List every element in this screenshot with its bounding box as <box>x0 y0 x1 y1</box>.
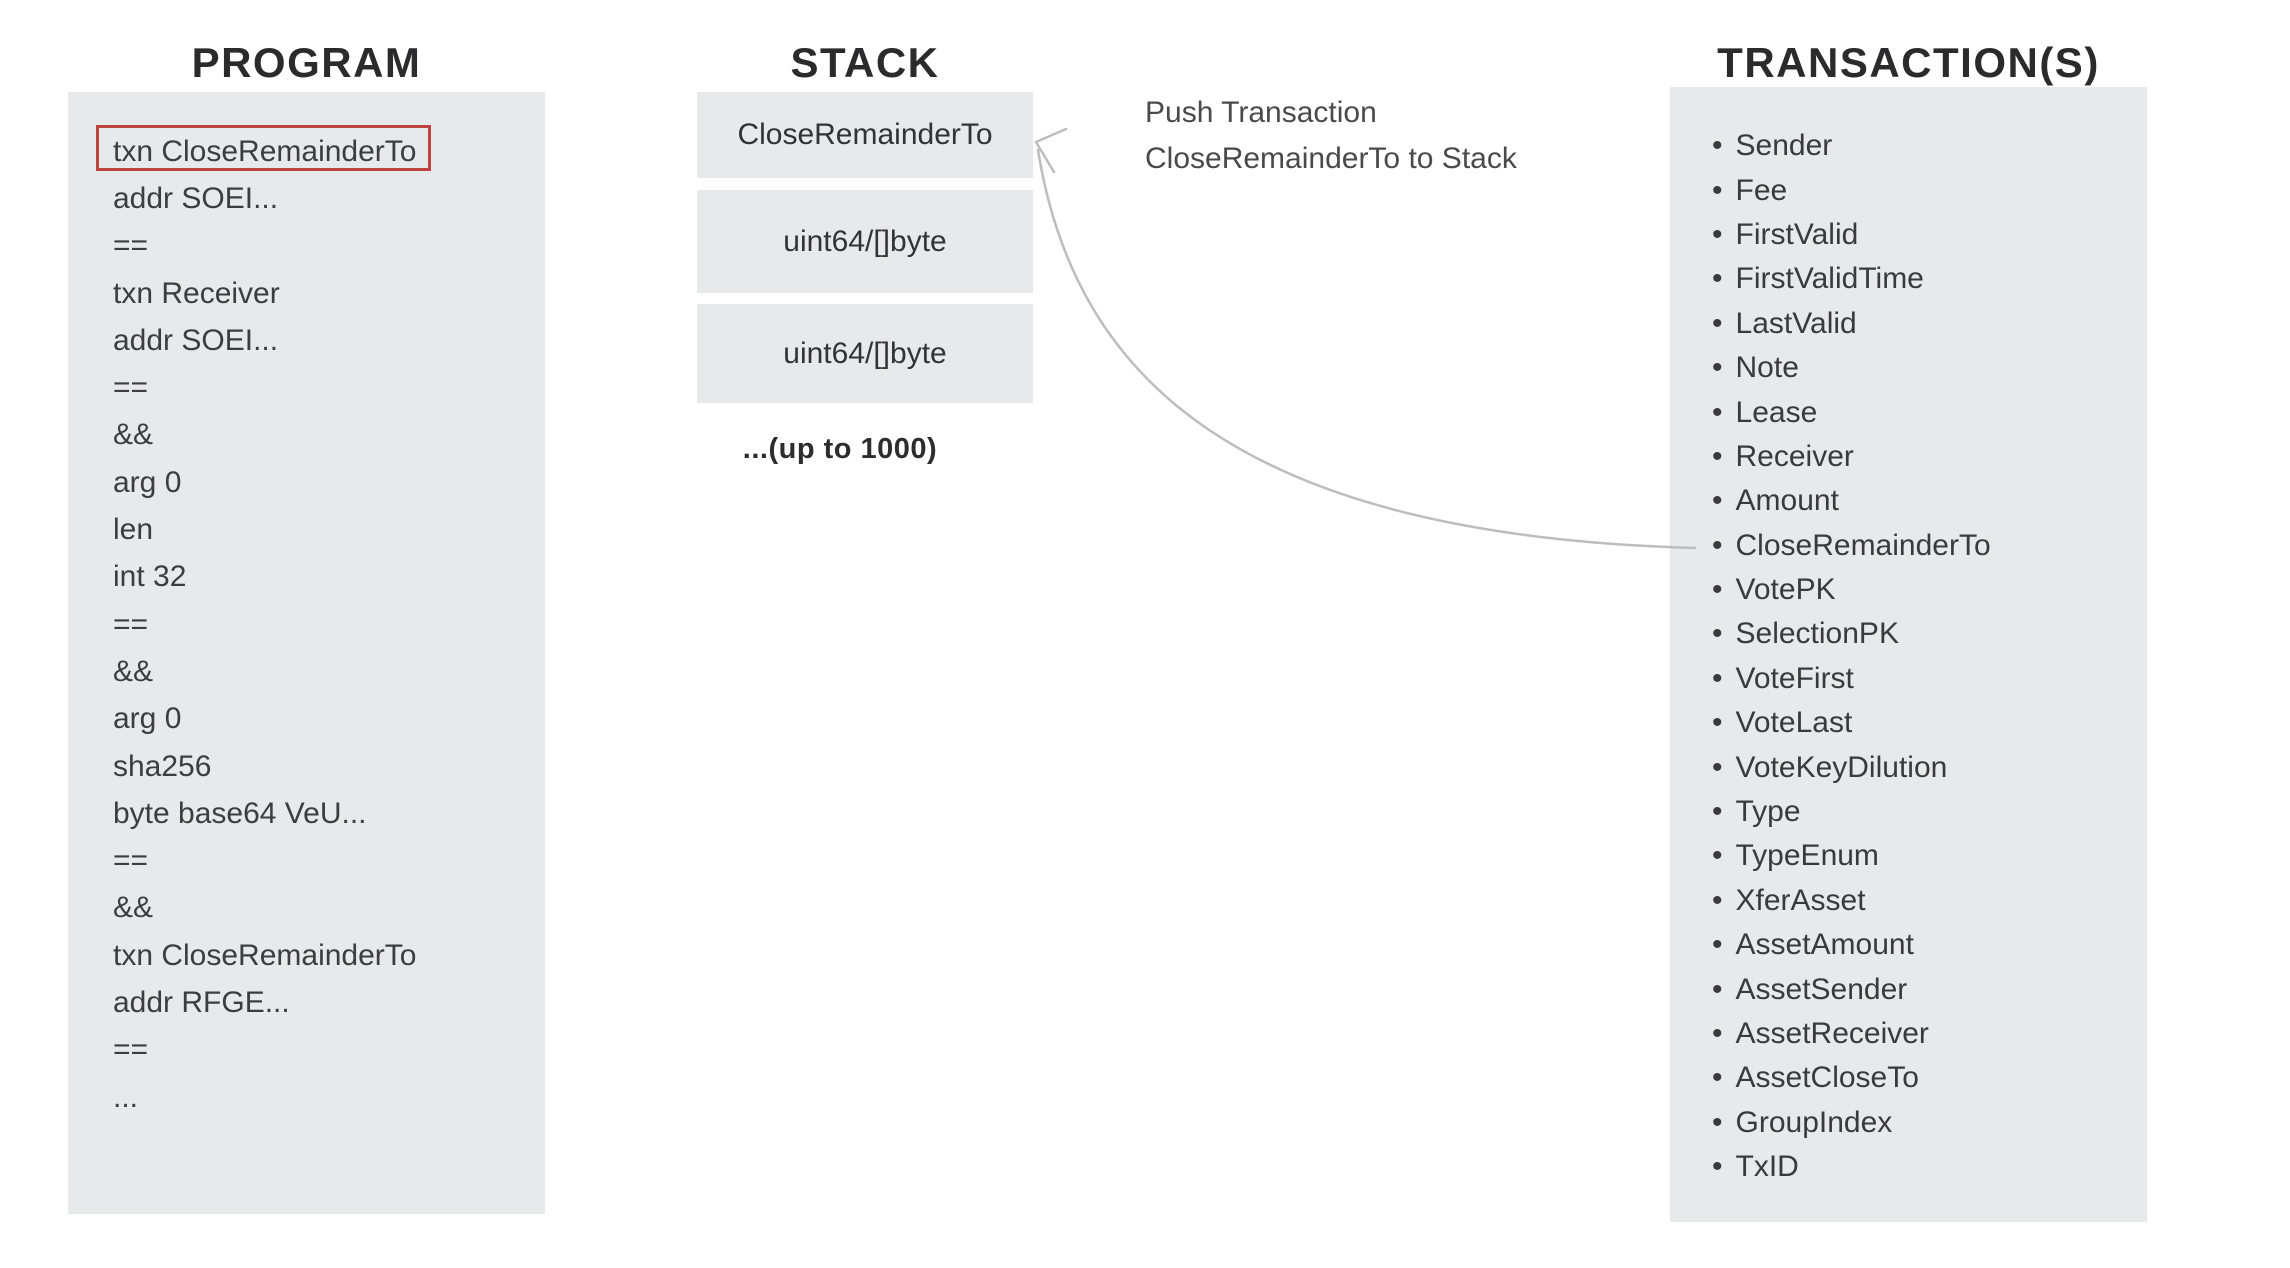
transaction-field-item: FirstValid <box>1712 213 1991 257</box>
program-code-line: txn CloseRemainderTo <box>113 134 417 168</box>
program-code-line: arg 0 <box>113 702 182 736</box>
transaction-field-item: AssetReceiver <box>1712 1012 1991 1056</box>
transaction-field-item: AssetSender <box>1712 967 1991 1011</box>
transaction-field-item: Lease <box>1712 390 1991 434</box>
program-code-line: ... <box>113 1080 139 1114</box>
transaction-field-item: Type <box>1712 790 1991 834</box>
program-code-line: txn Receiver <box>113 276 280 310</box>
arrowhead-icon <box>1034 127 1068 174</box>
program-code-line: && <box>113 654 154 688</box>
program-code-line: len <box>113 513 154 547</box>
program-code-line: == <box>113 229 149 263</box>
transaction-field-item: Sender <box>1712 124 1991 168</box>
transaction-field-item: Fee <box>1712 168 1991 212</box>
program-code-line: == <box>113 1033 149 1067</box>
transaction-field-item: LastValid <box>1712 302 1991 346</box>
transaction-field-item: FirstValidTime <box>1712 257 1991 301</box>
program-code-line: == <box>113 844 149 878</box>
transaction-field-item: TypeEnum <box>1712 834 1991 878</box>
transaction-field-item: Note <box>1712 346 1991 390</box>
stack-value-box: uint64/[]byte <box>697 304 1033 403</box>
program-code-line: byte base64 VeU... <box>113 796 367 830</box>
program-code-line: addr SOEI... <box>113 181 279 215</box>
transaction-field-item: AssetCloseTo <box>1712 1056 1991 1100</box>
program-code-line: && <box>113 418 154 452</box>
transaction-field-item: XferAsset <box>1712 879 1991 923</box>
transaction-field-item: GroupIndex <box>1712 1101 1991 1145</box>
program-panel <box>68 92 545 1214</box>
stack-value-box: uint64/[]byte <box>697 190 1033 293</box>
transaction-field-item: TxID <box>1712 1145 1991 1189</box>
program-code-line: addr RFGE... <box>113 985 290 1019</box>
transaction-field-item: CloseRemainderTo <box>1712 524 1991 568</box>
program-code-line: == <box>113 607 149 641</box>
push-annotation: Push Transaction CloseRemainderTo to Sta… <box>1145 90 1517 182</box>
transaction-field-item: Receiver <box>1712 435 1991 479</box>
transaction-field-item: SelectionPK <box>1712 612 1991 656</box>
push-arrow-curve <box>1036 148 1697 550</box>
transaction-field-item: VoteFirst <box>1712 657 1991 701</box>
stack-capacity-caption: ...(up to 1000) <box>742 433 938 465</box>
transaction-field-item: VoteLast <box>1712 701 1991 745</box>
program-code-line: == <box>113 371 149 405</box>
transaction-fields-list: SenderFeeFirstValidFirstValidTimeLastVal… <box>1712 124 1991 1189</box>
program-code-line: int 32 <box>113 560 187 594</box>
highlighted-instruction-box <box>96 125 431 171</box>
stack-value-box: CloseRemainderTo <box>697 92 1033 178</box>
program-code-line: sha256 <box>113 749 212 783</box>
program-code-line: txn CloseRemainderTo <box>113 938 417 972</box>
program-code-line: addr SOEI... <box>113 323 279 357</box>
program-code-line: && <box>113 891 154 925</box>
push-annotation-line2: CloseRemainderTo to Stack <box>1145 142 1517 175</box>
program-column-title: PROGRAM <box>191 39 422 86</box>
push-annotation-line1: Push Transaction <box>1145 96 1377 129</box>
transaction-field-item: VoteKeyDilution <box>1712 745 1991 789</box>
transaction-field-item: VotePK <box>1712 568 1991 612</box>
program-code-line: arg 0 <box>113 465 182 499</box>
transactions-column-title: TRANSACTION(S) <box>1717 39 2100 86</box>
transaction-field-item: AssetAmount <box>1712 923 1991 967</box>
stack-column-title: STACK <box>790 39 940 86</box>
transaction-field-item: Amount <box>1712 479 1991 523</box>
program-code-lines: txn CloseRemainderTo addr SOEI... == txn Re… <box>113 128 416 1121</box>
